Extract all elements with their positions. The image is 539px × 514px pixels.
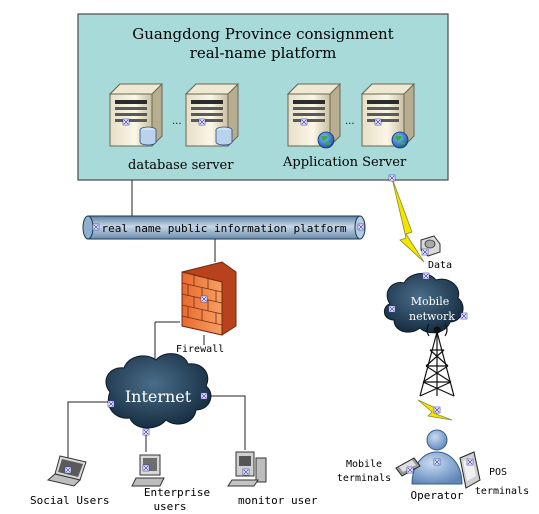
platform-title-line2: real-name platform	[190, 44, 337, 62]
database-server-icon-2	[185, 83, 239, 147]
pos-terminals-label-line1: POS	[489, 467, 507, 478]
data-label: Data	[428, 260, 452, 271]
pos-terminals-label-line2: terminals	[475, 486, 529, 497]
data-disk-icon	[420, 235, 441, 257]
connection-lines	[67, 180, 246, 468]
lightning-bolt-icon-top	[388, 174, 425, 263]
ellipsis-db: ...	[172, 116, 182, 127]
pos-terminal-icon	[459, 451, 481, 489]
internet-label: Internet	[125, 387, 192, 406]
info-platform-pipe	[82, 215, 366, 240]
enterprise-users-label-line2: users	[153, 500, 186, 513]
application-server-label: Application Server	[282, 155, 407, 170]
enterprise-users-label-line1: Enterprise	[144, 486, 210, 499]
mobile-terminals-label-line1: Mobile	[346, 459, 382, 470]
ellipsis-app: ...	[345, 116, 355, 127]
mobile-network-cloud-icon	[384, 272, 468, 334]
application-server-icon-2	[361, 83, 415, 149]
operator-label: Operator	[411, 489, 464, 502]
monitor-user-label: monitor user	[238, 494, 318, 507]
database-icon	[215, 126, 233, 146]
database-server-label: database server	[128, 158, 234, 173]
operator-person-icon	[411, 429, 463, 485]
monitor-workstation-icon	[227, 451, 267, 487]
platform-title-line1: Guangdong Province consignment	[132, 25, 393, 43]
workstation-icon	[131, 454, 165, 487]
mobile-terminals-label-line2: terminals	[337, 473, 391, 484]
globe-icon	[391, 131, 409, 149]
info-platform-label: real name public information platform	[101, 222, 346, 235]
lightning-bolt-icon-bottom	[417, 399, 453, 421]
mobile-phone-icon	[395, 457, 421, 477]
firewall-label: Firewall	[176, 344, 224, 355]
firewall-icon	[181, 261, 237, 336]
mobile-network-label-line2: network	[409, 310, 455, 323]
globe-icon	[317, 131, 335, 149]
database-icon	[139, 126, 157, 146]
database-server-icon-1	[109, 83, 163, 147]
social-users-label: Social Users	[30, 494, 109, 507]
laptop-icon	[46, 455, 87, 487]
internet-cloud-icon	[105, 353, 212, 436]
mobile-network-label-line1: Mobile	[411, 295, 449, 308]
application-server-icon-1	[287, 83, 341, 149]
radio-tower-icon	[419, 323, 455, 397]
